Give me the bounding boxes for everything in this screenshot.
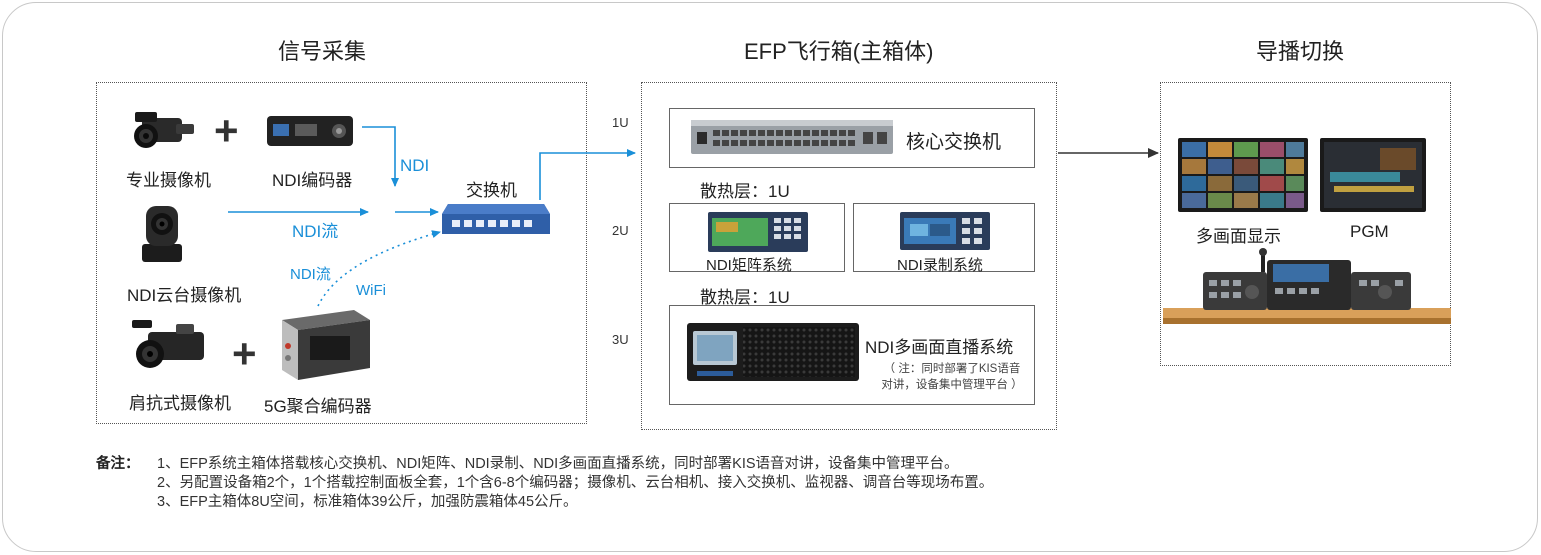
rack-u2-label: 2U: [612, 223, 629, 238]
fiveg-encoder-icon: [282, 310, 370, 380]
core-switch-icon: [691, 120, 893, 154]
multiview-live-icon: [687, 323, 859, 381]
ndi-matrix-icon: [708, 212, 808, 252]
remarks-line-3: 3、EFP主箱体8U空间，标准箱体39公斤，加强防震箱体45公斤。: [157, 494, 578, 510]
capture-container: [96, 82, 587, 424]
ndi-encoder-label: NDI编码器: [272, 171, 353, 190]
plus-sign-2: +: [232, 330, 257, 377]
pro-camera-label: 专业摄像机: [126, 171, 211, 190]
remarks-line-1: 1、EFP系统主箱体搭载核心交换机、NDI矩阵、NDI录制、NDI多画面直播系统…: [157, 456, 959, 472]
switching-title: 导播切换: [1256, 39, 1345, 64]
remarks-line-2: 2、另配置设备箱2个，1个搭载控制面板全套，1个含6-8个编码器；摄像机、云台相…: [157, 475, 994, 491]
shoulder-camera-label: 肩抗式摄像机: [129, 394, 231, 413]
ndi-stream-label-2: NDI流: [290, 266, 331, 283]
cooling-layer-1: 散热层：1U: [700, 182, 790, 201]
fiveg-encoder-label: 5G聚合编码器: [264, 397, 372, 416]
switching-container: [1160, 82, 1451, 366]
wifi-line: [317, 230, 441, 307]
pro-camera-icon: [134, 112, 194, 148]
plus-sign-1: +: [214, 107, 239, 154]
ndi-ptz-label: NDI云台摄像机: [127, 286, 242, 305]
ptz-camera-icon: [142, 206, 182, 262]
access-switch-icon: [442, 204, 550, 234]
ndi-line-encoder: [362, 126, 399, 187]
core-switch-label: 核心交换机: [906, 132, 1002, 153]
pgm-monitor-icon: [1320, 138, 1426, 212]
rack-u1-label: 1U: [612, 115, 629, 130]
multiview-label: 多画面显示: [1196, 227, 1281, 246]
wifi-label: WiFi: [356, 282, 386, 299]
pgm-label: PGM: [1350, 222, 1389, 241]
ndi-record-label: NDI录制系统: [897, 257, 983, 274]
cooling-layer-2: 散热层：1U: [700, 288, 790, 307]
remarks-label: 备注：: [96, 456, 140, 472]
ndi-encoder-icon: [267, 116, 353, 146]
efp-container: [641, 82, 1057, 430]
multiview-live-note: （ 注：同时部署了KIS语音 对讲，设备集中管理平台 ）: [869, 361, 1035, 393]
multiview-monitor-icon: [1178, 138, 1308, 212]
multiview-live-label: NDI多画面直播系统: [865, 338, 1014, 357]
switch-label: 交换机: [466, 181, 517, 200]
ndi-stream-label-1: NDI流: [292, 222, 339, 241]
switch-to-efp-line: [539, 149, 636, 200]
multiview-live-note-line-1: （ 注：同时部署了KIS语音: [883, 363, 1021, 375]
ndi-line-label: NDI: [400, 156, 430, 175]
shoulder-camera-icon: [132, 320, 204, 368]
efp-title: EFP飞行箱(主箱体): [744, 39, 934, 64]
multiview-live-note-line-2: 对讲，设备集中管理平台 ）: [881, 379, 1023, 391]
ndi-matrix-label: NDI矩阵系统: [706, 257, 792, 274]
ndi-record-icon: [900, 212, 990, 250]
rack-u3-label: 3U: [612, 332, 629, 347]
director-desk-icon: [1163, 248, 1451, 324]
capture-title: 信号采集: [278, 39, 367, 64]
